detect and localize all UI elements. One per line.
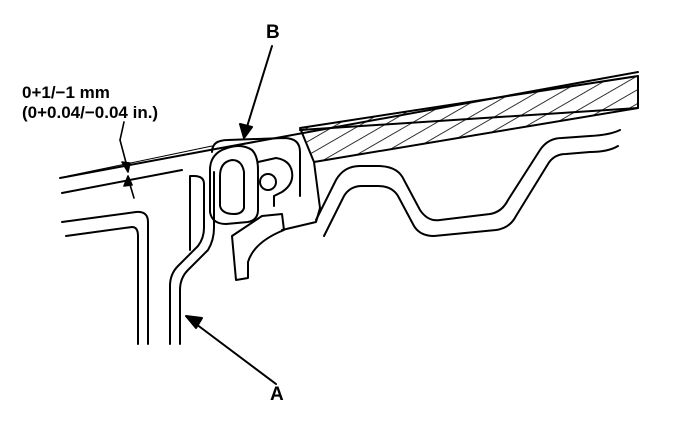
dim-arrowhead-top (121, 161, 131, 173)
roof-rail-channel (315, 129, 621, 237)
roof-panel-lower-edge (61, 169, 183, 194)
callout-a-leader (185, 315, 277, 385)
body-inner-panel-a (169, 171, 215, 345)
callout-a-label: A (270, 384, 284, 405)
dim-extension (119, 121, 125, 141)
seal-hollow-core (259, 173, 277, 191)
callout-b-leader (239, 45, 273, 139)
weatherstrip-seal-b (209, 137, 321, 281)
dimension-inch-label: (0+0.04/−0.04 in.) (22, 103, 159, 122)
body-outer-panel (61, 210, 149, 345)
callout-a-arrowhead (185, 315, 203, 329)
gap-dimension-arrows (119, 121, 135, 199)
roof-panel-thin-edge (67, 145, 213, 177)
callout-b-label: B (266, 22, 280, 43)
dim-arrowhead-bottom (123, 175, 133, 187)
dimension-mm-label: 0+1/−1 mm (22, 83, 110, 102)
callout-b-arrowhead (239, 123, 253, 139)
hatched-trim (299, 75, 639, 163)
